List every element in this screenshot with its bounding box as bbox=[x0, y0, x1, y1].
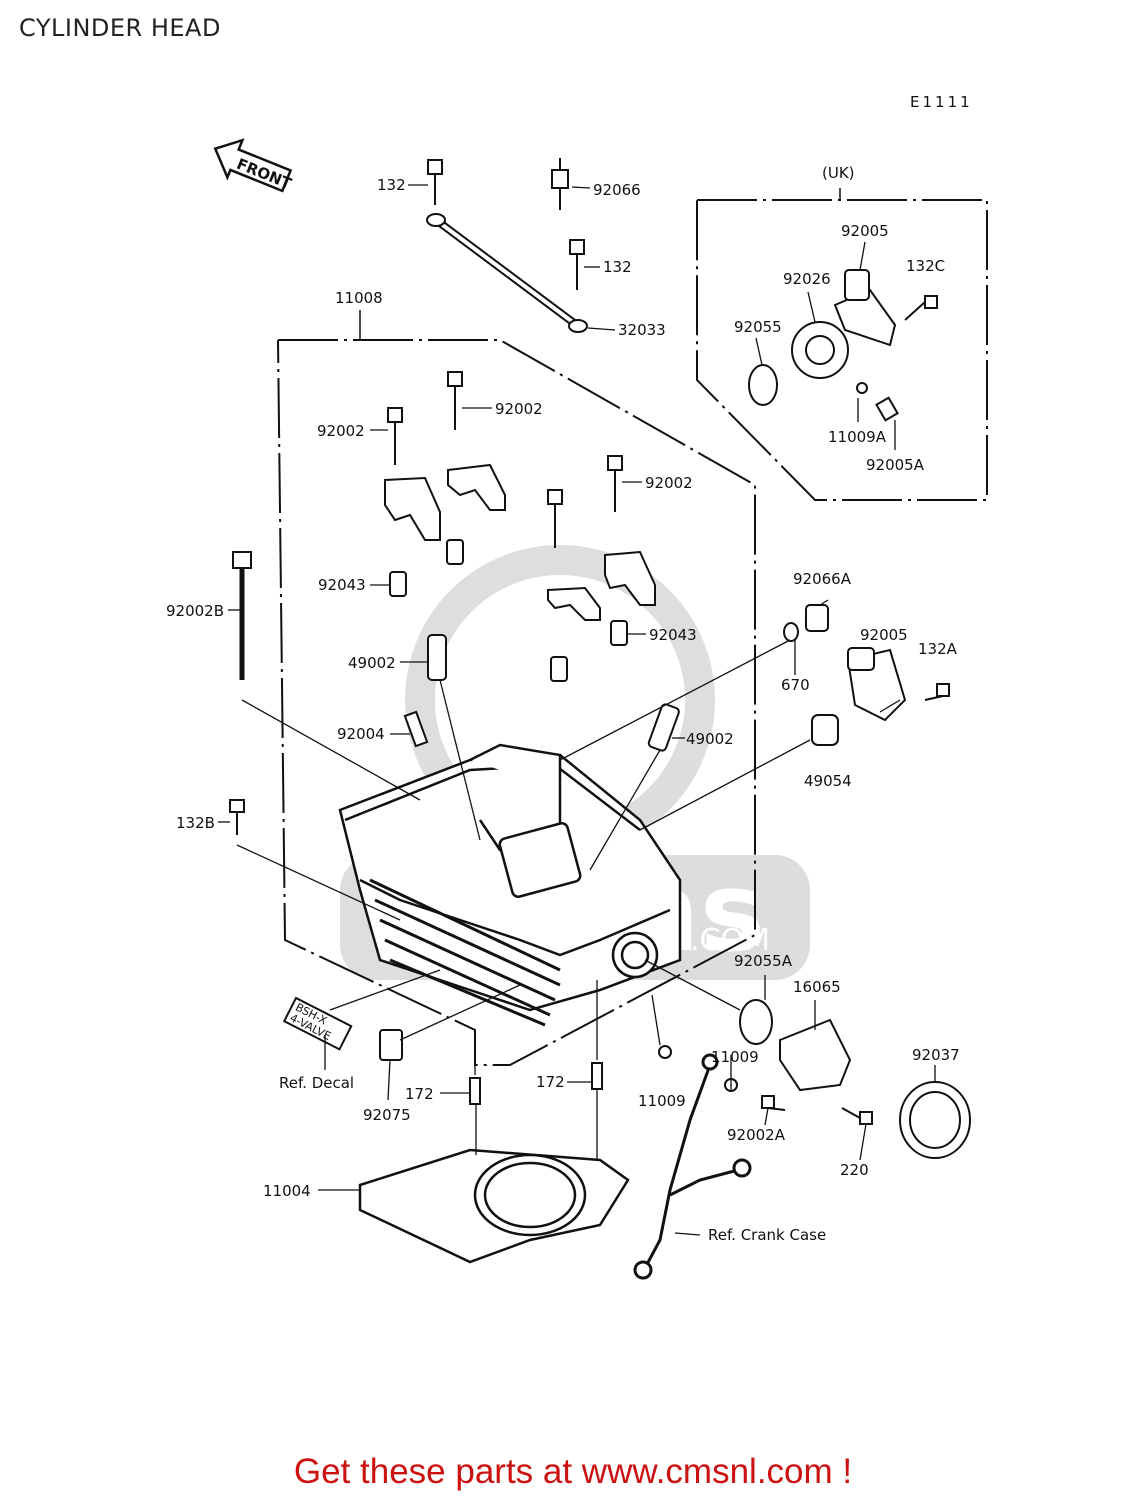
part-label: 49054 bbox=[804, 772, 852, 790]
head-gasket-icon bbox=[358, 1148, 630, 1264]
part-label: 220 bbox=[840, 1161, 869, 1179]
part-label: 92005 bbox=[841, 222, 889, 240]
part-label: 92055A bbox=[734, 952, 793, 970]
sensor-icon bbox=[551, 158, 569, 210]
part-label: 92055 bbox=[734, 318, 782, 336]
part-label: 132B bbox=[176, 814, 215, 832]
oil-pipe-icon bbox=[633, 1053, 752, 1280]
cylinder-head-body bbox=[338, 743, 682, 1012]
cylinder-head-group-outline bbox=[277, 339, 756, 1066]
part-label: 92075 bbox=[363, 1106, 411, 1124]
leader-lines bbox=[218, 184, 936, 1236]
page-title: CYLINDER HEAD bbox=[19, 14, 221, 42]
part-label: 92004 bbox=[337, 725, 385, 743]
part-label: 172 bbox=[405, 1085, 434, 1103]
valve-guide-icon bbox=[403, 634, 680, 752]
part-label: 11009 bbox=[711, 1048, 759, 1066]
part-label: 92037 bbox=[912, 1046, 960, 1064]
part-label: 172 bbox=[536, 1073, 565, 1091]
part-label: 11009A bbox=[828, 428, 887, 446]
part-label: 92002 bbox=[495, 400, 543, 418]
part-label: 92002 bbox=[317, 422, 365, 440]
part-label: 92043 bbox=[318, 576, 366, 594]
dowel-pin-icon bbox=[389, 539, 628, 682]
part-label: 49002 bbox=[686, 730, 734, 748]
part-label: 92002B bbox=[166, 602, 224, 620]
uk-label: (UK) bbox=[822, 164, 855, 182]
exploded-parts-diagram: cms .COM E1111 FRONT (UK) bbox=[166, 93, 988, 1280]
footer-link[interactable]: Get these parts at www.cmsnl.com ! bbox=[293, 1452, 853, 1491]
watermark-sub: .COM bbox=[690, 923, 770, 958]
part-label: Ref. Decal bbox=[279, 1074, 354, 1092]
part-label: 11009 bbox=[638, 1092, 686, 1110]
part-label: 11008 bbox=[335, 289, 383, 307]
part-label: 132C bbox=[906, 257, 945, 275]
part-label: 92002A bbox=[727, 1126, 786, 1144]
part-label: 92026 bbox=[783, 270, 831, 288]
part-label: Ref. Crank Case bbox=[708, 1226, 826, 1244]
part-label: 92005A bbox=[866, 456, 925, 474]
bolt-icon bbox=[229, 159, 950, 1125]
part-labels: 132 92066 132 32033 11008 92002 92002 92… bbox=[166, 176, 960, 1244]
link-rod bbox=[426, 213, 588, 333]
part-label: 32033 bbox=[618, 321, 666, 339]
part-label: 92066 bbox=[593, 181, 641, 199]
part-label: 92066A bbox=[793, 570, 852, 588]
part-label: 49002 bbox=[348, 654, 396, 672]
water-fitting-icon bbox=[379, 604, 971, 1159]
part-label: 92002 bbox=[645, 474, 693, 492]
cam-cap-icon bbox=[384, 463, 656, 621]
part-label: 11004 bbox=[263, 1182, 311, 1200]
part-label: 670 bbox=[781, 676, 810, 694]
diagram-code: E1111 bbox=[910, 93, 973, 111]
part-label: 132A bbox=[918, 640, 958, 658]
front-arrow-icon: FRONT bbox=[213, 138, 295, 193]
part-label: 132 bbox=[603, 258, 632, 276]
part-label: 92043 bbox=[649, 626, 697, 644]
thermostat-housing-icon bbox=[748, 269, 899, 422]
part-label: 132 bbox=[377, 176, 406, 194]
part-label: 16065 bbox=[793, 978, 841, 996]
uk-group-outline bbox=[696, 199, 988, 501]
cooling-fins bbox=[369, 878, 561, 1027]
part-label: 92005 bbox=[860, 626, 908, 644]
